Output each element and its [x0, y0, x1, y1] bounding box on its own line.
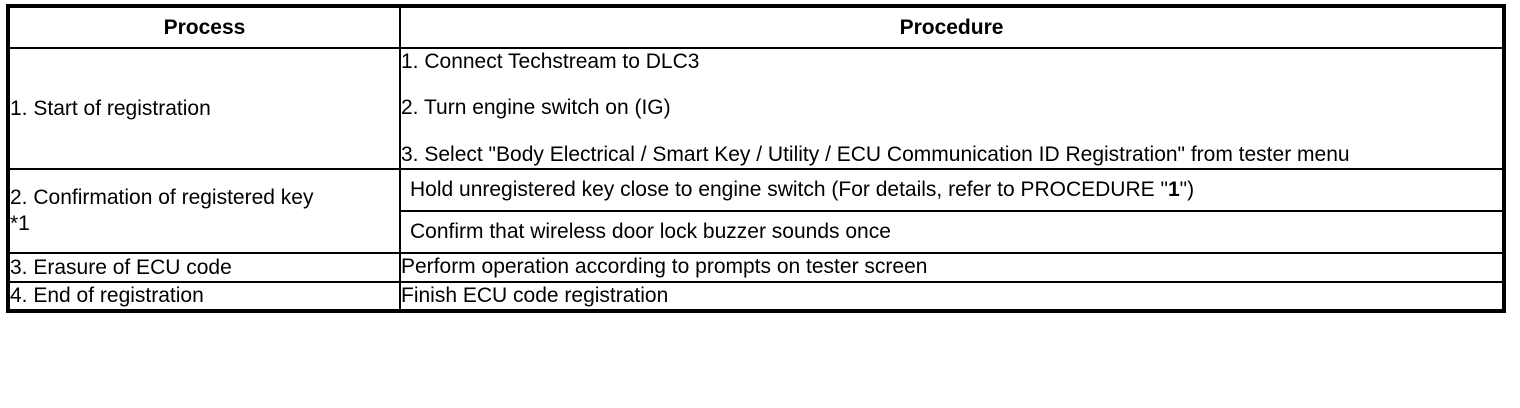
- procedure-subrow: Confirm that wireless door lock buzzer s…: [401, 211, 1502, 252]
- process-label-footnote: *1: [10, 212, 30, 235]
- process-cell-confirmation-of-registered-key: 2. Confirmation of registered key *1: [7, 167, 401, 255]
- procedure-text-suffix: "): [1179, 177, 1195, 201]
- procedure-cell-confirmation-of-registered-key: Hold unregistered key close to engine sw…: [399, 167, 1505, 255]
- procedure-reference-number: 1: [1167, 177, 1180, 201]
- procedure-hold-unregistered-key: Hold unregistered key close to engine sw…: [401, 169, 1502, 213]
- procedure-step-3: 3. Select "Body Electrical / Smart Key /…: [401, 142, 1350, 166]
- procedure-cell-end-of-registration: Finish ECU code registration: [399, 280, 1505, 312]
- procedure-cell-start-of-registration: 1. Connect Techstream to DLC3 2. Turn en…: [399, 47, 1505, 170]
- process-label-line-1: 2. Confirmation of registered key: [10, 186, 314, 210]
- procedure-subtable: Hold unregistered key close to engine sw…: [401, 169, 1502, 253]
- process-cell-end-of-registration: 4. End of registration: [7, 280, 401, 312]
- column-header-procedure: Procedure: [399, 5, 1505, 49]
- table-row: 3. Erasure of ECU code Perform operation…: [7, 252, 1505, 283]
- process-cell-erasure-of-ecu-code: 3. Erasure of ECU code: [7, 252, 401, 283]
- table-body: 1. Start of registration 1. Connect Tech…: [7, 47, 1505, 312]
- header-row: Process Procedure: [7, 5, 1505, 49]
- column-header-process: Process: [7, 5, 401, 49]
- procedure-table-container: Process Procedure 1. Start of registrati…: [6, 4, 1506, 313]
- procedure-step-2: 2. Turn engine switch on (IG): [401, 96, 671, 120]
- table-row: 2. Confirmation of registered key *1 Hol…: [7, 167, 1505, 255]
- table-row: 4. End of registration Finish ECU code r…: [7, 280, 1505, 312]
- procedure-subrow: Hold unregistered key close to engine sw…: [401, 169, 1502, 213]
- process-cell-start-of-registration: 1. Start of registration: [7, 47, 401, 170]
- procedure-step-1: 1. Connect Techstream to DLC3: [401, 50, 700, 73]
- table-header: Process Procedure: [7, 5, 1505, 49]
- procedure-text-prefix: Hold unregistered key close to engine sw…: [410, 177, 1168, 201]
- procedure-cell-erasure-of-ecu-code: Perform operation according to prompts o…: [399, 252, 1505, 283]
- procedure-confirm-buzzer: Confirm that wireless door lock buzzer s…: [410, 220, 891, 243]
- ecu-registration-procedure-table: Process Procedure 1. Start of registrati…: [6, 4, 1506, 313]
- table-row: 1. Start of registration 1. Connect Tech…: [7, 47, 1505, 170]
